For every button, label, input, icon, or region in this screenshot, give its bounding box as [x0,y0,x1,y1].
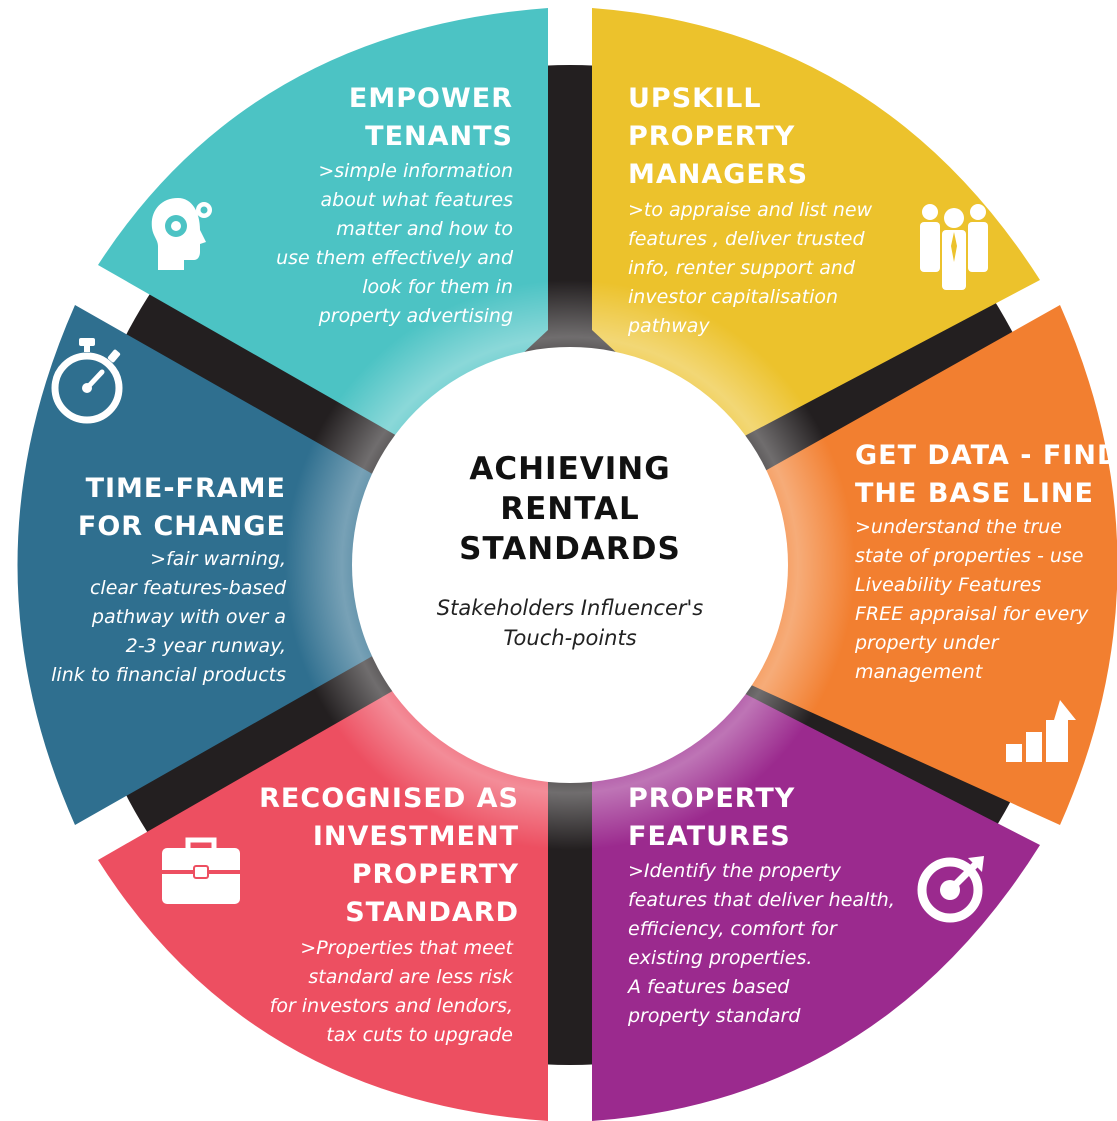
empower-desc-line: about what features [320,189,514,211]
features-title-line: FEATURES [628,821,791,852]
empower-desc-line: property advertising [318,305,513,327]
segment-timeframe [17,305,392,825]
investment-title-line: RECOGNISED AS [259,783,519,814]
investment-title-line: INVESTMENT [312,821,519,852]
data-description: >understand the true state of properties… [855,513,1088,687]
data-desc-line: >understand the true [855,516,1062,538]
empower-description: >simple information about what features … [276,157,513,331]
data-desc-line: property under [855,632,999,654]
features-title: PROPERTY FEATURES [628,780,795,856]
empower-desc-line: look for them in [362,276,513,298]
center-subtitle-line: Touch-points [503,626,637,650]
investment-description: >Properties that meet standard are less … [270,934,513,1050]
empower-title: EMPOWER TENANTS [349,80,513,156]
segment-data [740,305,1117,825]
growth-chart-icon [1006,700,1076,762]
data-desc-line: Liveability Features [855,574,1042,596]
stopwatch-icon [51,338,123,424]
upskill-desc-line: >to appraise and list new [628,199,873,221]
timeframe-title: TIME-FRAME FOR CHANGE [78,470,286,546]
data-desc-line: management [855,661,983,683]
timeframe-desc-line: >fair warning, [150,548,286,570]
upskill-desc-line: info, renter support and [628,257,855,279]
data-title-line: THE BASE LINE [855,478,1094,509]
center-subtitle-line: Influencer's [580,596,704,620]
features-title-line: PROPERTY [628,783,796,814]
empower-title-line: EMPOWER [348,83,513,114]
upskill-title-line: PROPERTY [628,121,796,152]
center-title-line: STANDARDS [459,531,681,567]
empower-title-line: TENANTS [365,121,513,152]
investment-title-line: STANDARD [345,897,519,928]
center-subtitle: Stakeholders Influencer's Touch-points [420,593,720,653]
investment-desc-line: tax cuts to upgrade [326,1024,513,1046]
timeframe-desc-line: link to financial products [51,664,286,686]
briefcase-icon [162,837,240,904]
upskill-title-line: MANAGERS [628,159,809,190]
upskill-desc-line: features , deliver trusted [628,228,865,250]
features-desc-line: efficiency, comfort for [628,918,837,940]
features-desc-line: property standard [628,1005,801,1027]
empower-desc-line: use them effectively and [276,247,513,269]
data-desc-line: state of properties - use [855,545,1084,567]
features-desc-line: existing properties. [628,947,813,969]
data-desc-line: FREE appraisal for every [855,603,1089,625]
timeframe-desc-line: 2-3 year runway, [125,635,286,657]
head-gears-icon [151,198,212,270]
investment-desc-line: standard are less risk [308,966,513,988]
empower-desc-line: matter and how to [336,218,513,240]
center-title: ACHIEVING RENTAL STANDARDS [420,449,720,569]
center-circle [352,347,788,783]
center-title-line: RENTAL [500,491,640,527]
investment-title-line: PROPERTY [351,859,519,890]
team-icon [920,204,988,290]
features-desc-line: features that deliver health, [628,889,895,911]
timeframe-desc-line: clear features-based [89,577,286,599]
features-desc-line: A features based [628,976,790,998]
upskill-desc-line: pathway [628,315,710,337]
timeframe-title-line: TIME-FRAME [85,473,286,504]
data-title: GET DATA - FIND THE BASE LINE [855,437,1117,513]
upskill-desc-line: investor capitalisation [628,286,839,308]
features-description: >Identify the property features that del… [628,857,895,1031]
center-title-line: ACHIEVING [469,451,671,487]
target-arrow-icon [917,856,984,923]
investment-desc-line: for investors and lendors, [269,995,513,1017]
empower-desc-line: >simple information [318,160,513,182]
investment-title: RECOGNISED AS INVESTMENT PROPERTY STANDA… [259,780,519,932]
timeframe-title-line: FOR CHANGE [77,511,286,542]
center-subtitle-line: Stakeholders [436,596,575,620]
features-desc-line: >Identify the property [628,860,841,882]
timeframe-description: >fair warning, clear features-based path… [51,545,286,690]
data-title-line: GET DATA - FIND [855,440,1117,471]
timeframe-desc-line: pathway with over a [91,606,286,628]
investment-desc-line: >Properties that meet [300,937,513,959]
upskill-title-line: UPSKILL [628,83,762,114]
upskill-title: UPSKILL PROPERTY MANAGERS [628,80,808,194]
upskill-description: >to appraise and list new features , del… [628,196,872,341]
